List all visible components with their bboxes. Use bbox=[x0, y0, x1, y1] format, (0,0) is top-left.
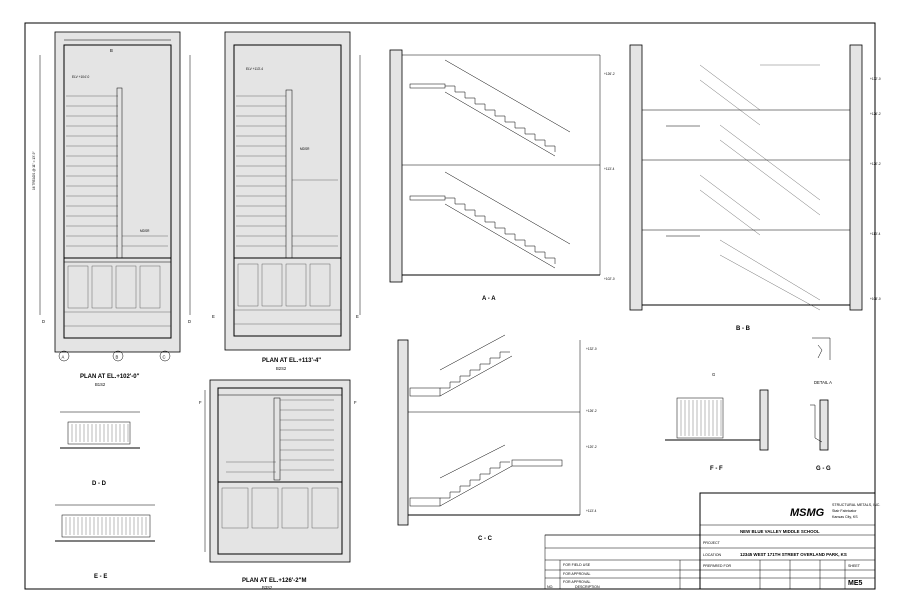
section-aa: +126'-2 +113'-4 +102'-0 A - A bbox=[389, 49, 615, 302]
detail-a: DETAIL A bbox=[812, 337, 832, 385]
section-ee-label: E - E bbox=[94, 574, 107, 580]
svg-text:+113'-4: +113'-4 bbox=[604, 167, 615, 171]
svg-text:+113'-4: +113'-4 bbox=[870, 232, 881, 236]
prepared-label: PREPARED FOR bbox=[703, 564, 731, 568]
svg-text:+120'-2: +120'-2 bbox=[586, 445, 597, 449]
section-gg: G - G bbox=[810, 399, 831, 472]
location-label: LOCATION bbox=[703, 553, 722, 557]
plan-el-113-sheet: B2S2 bbox=[276, 366, 287, 371]
plan-el-126: F F PLAN AT EL.+126'-2"M B3S2 bbox=[199, 379, 357, 590]
svg-text:ELV +104'-0: ELV +104'-0 bbox=[72, 75, 90, 79]
marker-e-left: E bbox=[212, 314, 215, 319]
plan-el-102-sheet: B1S2 bbox=[95, 382, 106, 387]
section-ff-label: F - F bbox=[710, 466, 723, 472]
rev-head-desc: DESCRIPTION bbox=[575, 585, 600, 589]
section-ff: G F - F bbox=[665, 372, 769, 472]
section-gg-label: G - G bbox=[816, 466, 831, 472]
project-label: PROJECT bbox=[703, 541, 721, 545]
company-logo: MSMG bbox=[790, 507, 825, 519]
svg-text:MDSR: MDSR bbox=[140, 229, 150, 233]
company-line-3: Kansas City, KS bbox=[832, 515, 858, 519]
title-block: MSMG STRUCTURAL METALS, INC. Stair Fabri… bbox=[544, 492, 880, 590]
plan-el-102-title: PLAN AT EL.+102'-0" bbox=[80, 374, 140, 380]
rev-row-3: FOR APPROVAL bbox=[563, 580, 591, 584]
marker-d-right: D bbox=[188, 319, 191, 324]
svg-text:+126'-2: +126'-2 bbox=[604, 72, 615, 76]
sheet-label: SHEET bbox=[848, 564, 861, 568]
detail-a-label: DETAIL A bbox=[814, 380, 832, 385]
project-name: NEW BLUE VALLEY MIDDLE SCHOOL bbox=[740, 529, 820, 534]
rev-row-1: FOR FIELD USE bbox=[563, 563, 591, 567]
svg-text:MDSR: MDSR bbox=[300, 147, 310, 151]
section-cc: +132'-0 +126'-2 +120'-2 +113'-4 C - C bbox=[397, 334, 597, 542]
svg-text:ELV +113'-4: ELV +113'-4 bbox=[246, 67, 263, 71]
company-name: STRUCTURAL METALS, INC. bbox=[832, 503, 880, 507]
marker-g-left: G bbox=[712, 372, 715, 377]
marker-b-top: B bbox=[110, 48, 113, 53]
section-bb-label: B - B bbox=[736, 326, 751, 332]
svg-text:+132'-0: +132'-0 bbox=[870, 77, 881, 81]
marker-e-right: E bbox=[356, 314, 359, 319]
section-ee: E - E bbox=[55, 504, 155, 580]
section-dd-label: D - D bbox=[92, 481, 107, 487]
marker-c-label: C bbox=[163, 355, 166, 360]
svg-text:+120'-2: +120'-2 bbox=[870, 162, 881, 166]
svg-text:+126'-2: +126'-2 bbox=[586, 409, 597, 413]
svg-text:+102'-0: +102'-0 bbox=[604, 277, 615, 281]
svg-text:+126'-2: +126'-2 bbox=[870, 112, 881, 116]
plan-el-126-sheet: B3S2 bbox=[262, 585, 273, 590]
marker-a-label: A bbox=[62, 355, 65, 360]
svg-text:+132'-0: +132'-0 bbox=[586, 347, 597, 351]
marker-d-left: D bbox=[42, 319, 45, 324]
plan-el-113-title: PLAN AT EL.+113'-4" bbox=[262, 358, 321, 364]
location-value: 12345 WEST 171TH STREET OVERLAND PARK, K… bbox=[740, 552, 847, 557]
section-aa-label: A - A bbox=[482, 296, 496, 302]
company-line-2: Stair Fabricator bbox=[832, 509, 857, 513]
svg-text:16 TREADS @ 11" = 13'-9": 16 TREADS @ 11" = 13'-9" bbox=[32, 151, 36, 190]
section-dd: D - D bbox=[60, 411, 140, 487]
sheet-number: ME5 bbox=[848, 580, 863, 587]
rev-row-2: FOR APPROVAL bbox=[563, 572, 591, 576]
svg-text:+113'-4: +113'-4 bbox=[586, 509, 597, 513]
rev-head-no: NO. bbox=[547, 585, 553, 589]
marker-f-right: F bbox=[354, 400, 357, 405]
section-bb: +132'-0 +126'-2 +120'-2 +113'-4 +108'-0 … bbox=[629, 44, 881, 332]
marker-f-left: F bbox=[199, 400, 202, 405]
plan-el-126-title: PLAN AT EL.+126'-2"M bbox=[242, 578, 306, 584]
section-cc-label: C - C bbox=[478, 536, 493, 542]
plan-el-113: ELV +113'-4 MDSR E E PLAN AT EL.+113'-4"… bbox=[212, 31, 361, 371]
sheet-border bbox=[24, 22, 876, 590]
svg-text:+108'-0: +108'-0 bbox=[870, 297, 881, 301]
plan-el-102: 16 TREADS @ 11" = 13'-9" ELV +104'-0 MDS… bbox=[32, 31, 191, 387]
marker-b-label: B bbox=[116, 355, 119, 360]
